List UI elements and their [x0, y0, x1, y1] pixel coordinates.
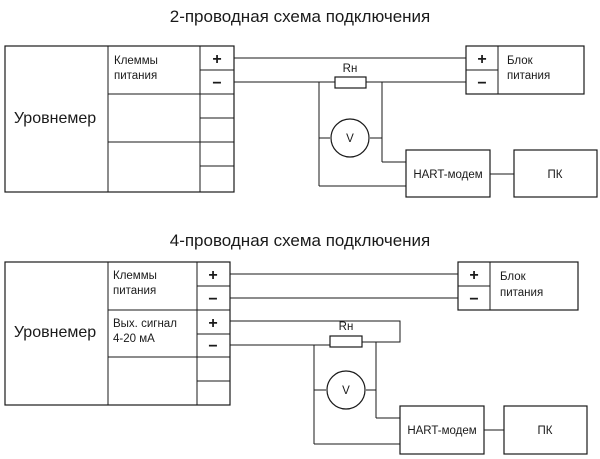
wiring: [230, 273, 504, 445]
power-terminal-plus: +: [208, 267, 217, 284]
diagram-title: 2-проводная схема подключения: [170, 7, 431, 26]
terminal-label-line2: питания: [114, 70, 157, 82]
diagram-2-wire: 2-проводная схема подключения Уровнемер …: [4, 7, 598, 198]
power-minus: −: [477, 75, 486, 92]
signal-terminal-minus: −: [208, 338, 217, 355]
voltmeter-label: V: [346, 133, 354, 145]
hart-modem: HART-модем: [399, 405, 485, 455]
device-name: Уровнемер: [14, 324, 96, 341]
power-supply: + − Блок питания: [457, 261, 579, 311]
power-minus: −: [469, 291, 478, 308]
diagram-title: 4-проводная схема подключения: [170, 231, 431, 250]
signal-terminal-label-line2: 4-20 мА: [113, 333, 155, 345]
pc: ПК: [513, 149, 598, 198]
resistor-label: Rн: [343, 63, 358, 75]
power-plus: +: [469, 267, 478, 284]
signal-terminal-plus: +: [208, 315, 217, 332]
level-gauge: Уровнемер Клеммы питания + −: [4, 45, 235, 193]
hart-modem: HART-модем: [405, 149, 491, 198]
pc: ПК: [503, 405, 588, 455]
load-resistor: Rн: [334, 63, 367, 89]
pc-label: ПК: [538, 425, 553, 437]
power-supply: + − Блок питания: [465, 45, 585, 95]
voltmeter: V: [326, 370, 366, 410]
power-terminal-label-line1: Клеммы: [113, 270, 157, 282]
voltmeter: V: [330, 118, 370, 158]
terminal-label-line1: Клеммы: [114, 55, 158, 67]
modem-label: HART-модем: [413, 169, 482, 181]
power-label-line1: Блок: [507, 55, 534, 67]
power-label-line1: Блок: [500, 271, 527, 283]
power-terminal-minus: −: [208, 291, 217, 308]
power-label-line2: питания: [500, 287, 543, 299]
terminal-minus: −: [212, 75, 221, 92]
pc-label: ПК: [548, 169, 563, 181]
device-name: Уровнемер: [14, 110, 96, 127]
modem-label: HART-модем: [407, 425, 476, 437]
terminal-plus: +: [212, 51, 221, 68]
voltmeter-label: V: [342, 385, 350, 397]
load-resistor: Rн: [329, 321, 363, 348]
resistor-label: Rн: [339, 321, 354, 333]
power-terminal-label-line2: питания: [113, 285, 156, 297]
level-gauge: Уровнемер Клеммы питания + − Вых. сигнал…: [4, 261, 231, 406]
power-label-line2: питания: [507, 70, 550, 82]
power-plus: +: [477, 51, 486, 68]
wiring: [234, 57, 514, 187]
diagram-4-wire: 4-проводная схема подключения Уровнемер …: [4, 231, 588, 455]
signal-terminal-label-line1: Вых. сигнал: [113, 318, 177, 330]
